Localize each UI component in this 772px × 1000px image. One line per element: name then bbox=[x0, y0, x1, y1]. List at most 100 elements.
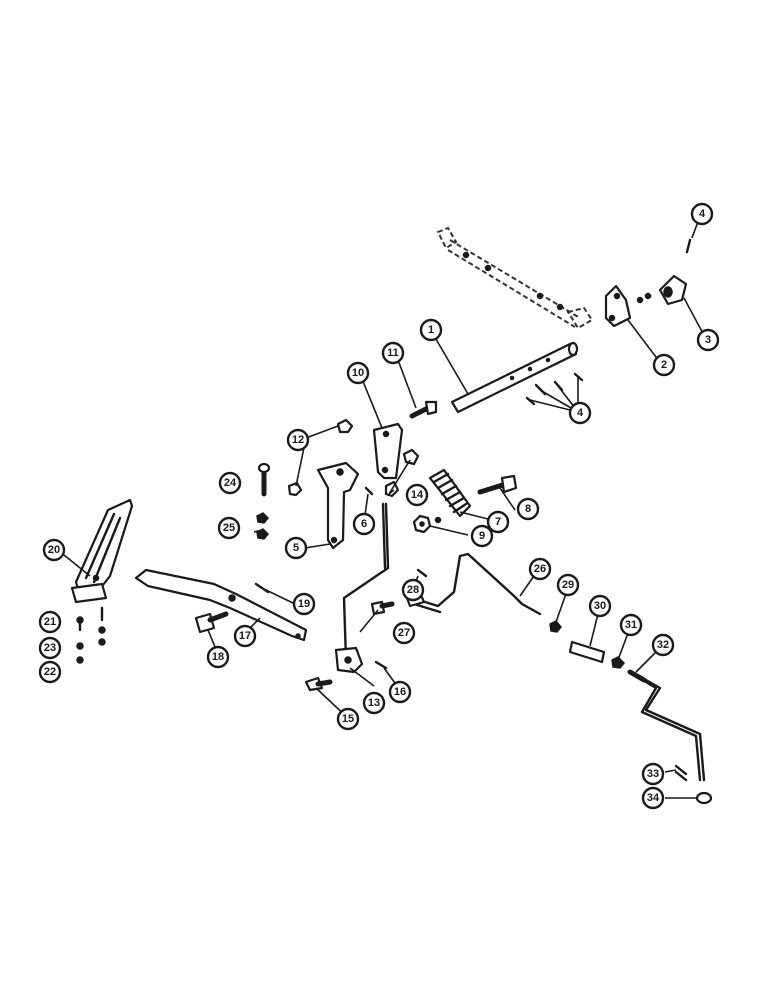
svg-text:23: 23 bbox=[44, 642, 56, 654]
svg-text:19: 19 bbox=[298, 598, 310, 610]
svg-text:21: 21 bbox=[44, 616, 56, 628]
clevis-pin-part-27 bbox=[370, 600, 395, 616]
svg-text:6: 6 bbox=[361, 518, 367, 530]
callout-11: 11 bbox=[381, 341, 405, 365]
nut-part-31 bbox=[611, 656, 626, 669]
svg-text:28: 28 bbox=[407, 584, 419, 596]
callout-4-pins: 4 bbox=[568, 401, 592, 425]
callout-23: 23 bbox=[38, 636, 62, 660]
callout-13: 13 bbox=[362, 691, 386, 715]
lever-arm-part-2 bbox=[604, 284, 632, 328]
callout-14: 14 bbox=[405, 483, 429, 507]
sleeve-part-30 bbox=[568, 640, 606, 664]
pins-part-33 bbox=[674, 764, 688, 782]
ghost-shaft-assembly bbox=[436, 226, 594, 330]
bolt-part-8 bbox=[477, 474, 518, 495]
svg-text:26: 26 bbox=[534, 563, 546, 575]
svg-text:4: 4 bbox=[577, 407, 584, 419]
callout-31: 31 bbox=[619, 613, 643, 637]
callout-7: 7 bbox=[486, 510, 510, 534]
bolt-part-11 bbox=[409, 400, 438, 419]
callout-34: 34 bbox=[641, 786, 665, 810]
svg-text:12: 12 bbox=[292, 434, 304, 446]
throttle-rod-part-26 bbox=[402, 552, 542, 616]
callout-12: 12 bbox=[286, 428, 310, 452]
callout-33: 33 bbox=[641, 762, 665, 786]
svg-text:4: 4 bbox=[699, 208, 706, 220]
washer-part-34 bbox=[695, 791, 713, 805]
svg-text:2: 2 bbox=[661, 359, 667, 371]
svg-text:32: 32 bbox=[657, 639, 669, 651]
callout-30: 30 bbox=[588, 594, 612, 618]
svg-text:8: 8 bbox=[525, 503, 531, 515]
pedal-part-20 bbox=[70, 498, 134, 604]
svg-text:20: 20 bbox=[48, 544, 60, 556]
callout-28: 28 bbox=[401, 578, 425, 602]
callout-26: 26 bbox=[528, 557, 552, 581]
svg-text:24: 24 bbox=[224, 477, 237, 489]
callout-15: 15 bbox=[336, 707, 360, 731]
callout-2: 2 bbox=[652, 353, 676, 377]
svg-text:5: 5 bbox=[293, 542, 299, 554]
nuts-part-25 bbox=[256, 512, 270, 540]
svg-text:11: 11 bbox=[387, 347, 399, 359]
cross-shaft-part-1 bbox=[450, 341, 579, 414]
svg-text:17: 17 bbox=[239, 630, 251, 642]
callout-3: 3 bbox=[696, 328, 720, 352]
svg-text:1: 1 bbox=[428, 324, 434, 336]
callout-18: 18 bbox=[206, 645, 230, 669]
svg-text:7: 7 bbox=[495, 516, 501, 528]
callout-8: 8 bbox=[516, 497, 540, 521]
callout-16: 16 bbox=[388, 680, 412, 704]
svg-text:29: 29 bbox=[562, 579, 574, 591]
svg-text:14: 14 bbox=[411, 489, 424, 501]
bracket-part-10 bbox=[372, 422, 404, 480]
callout-21: 21 bbox=[38, 610, 62, 634]
bellcrank-part-5 bbox=[316, 461, 360, 550]
yoke-part-3 bbox=[636, 274, 688, 306]
callout-9: 9 bbox=[470, 524, 494, 548]
hardware-parts-21-23 bbox=[76, 606, 106, 664]
svg-text:16: 16 bbox=[394, 686, 406, 698]
nut-part-9 bbox=[412, 514, 442, 534]
svg-text:27: 27 bbox=[398, 627, 410, 639]
callout-5: 5 bbox=[284, 536, 308, 560]
callout-32: 32 bbox=[651, 633, 675, 657]
svg-text:9: 9 bbox=[479, 530, 485, 542]
svg-text:10: 10 bbox=[352, 367, 364, 379]
svg-text:30: 30 bbox=[594, 600, 606, 612]
clevis-pin-part-18 bbox=[194, 611, 229, 634]
callout-25: 25 bbox=[217, 516, 241, 540]
linkage-rod-part-13 bbox=[334, 502, 390, 674]
callout-6: 6 bbox=[352, 512, 376, 536]
clevis-pin-part-15 bbox=[304, 676, 333, 692]
pedal-arm-part-17 bbox=[134, 568, 308, 642]
callout-24: 24 bbox=[218, 471, 242, 495]
callout-20: 20 bbox=[42, 538, 66, 562]
boot-part-7 bbox=[428, 468, 472, 518]
callout-19: 19 bbox=[292, 592, 316, 616]
svg-text:25: 25 bbox=[223, 522, 235, 534]
callout-10: 10 bbox=[346, 361, 370, 385]
callout-4-top: 4 bbox=[690, 202, 714, 226]
nut-part-29 bbox=[549, 620, 562, 633]
governor-rod-part-32 bbox=[627, 669, 706, 782]
svg-text:31: 31 bbox=[625, 619, 637, 631]
svg-text:33: 33 bbox=[647, 768, 659, 780]
callout-27: 27 bbox=[392, 621, 416, 645]
svg-text:22: 22 bbox=[44, 666, 56, 678]
bolt-part-24 bbox=[257, 462, 271, 497]
svg-text:13: 13 bbox=[368, 697, 380, 709]
svg-text:3: 3 bbox=[705, 334, 711, 346]
callout-22: 22 bbox=[38, 660, 62, 684]
svg-text:18: 18 bbox=[212, 651, 224, 663]
nuts-part-12 bbox=[287, 418, 354, 497]
cotter-part-16 bbox=[374, 660, 388, 670]
callout-1: 1 bbox=[419, 318, 443, 342]
callout-17: 17 bbox=[233, 624, 257, 648]
pin-part-6 bbox=[364, 486, 374, 496]
cotter-part-28 bbox=[416, 568, 428, 578]
svg-text:34: 34 bbox=[647, 792, 660, 804]
svg-text:15: 15 bbox=[342, 713, 354, 725]
